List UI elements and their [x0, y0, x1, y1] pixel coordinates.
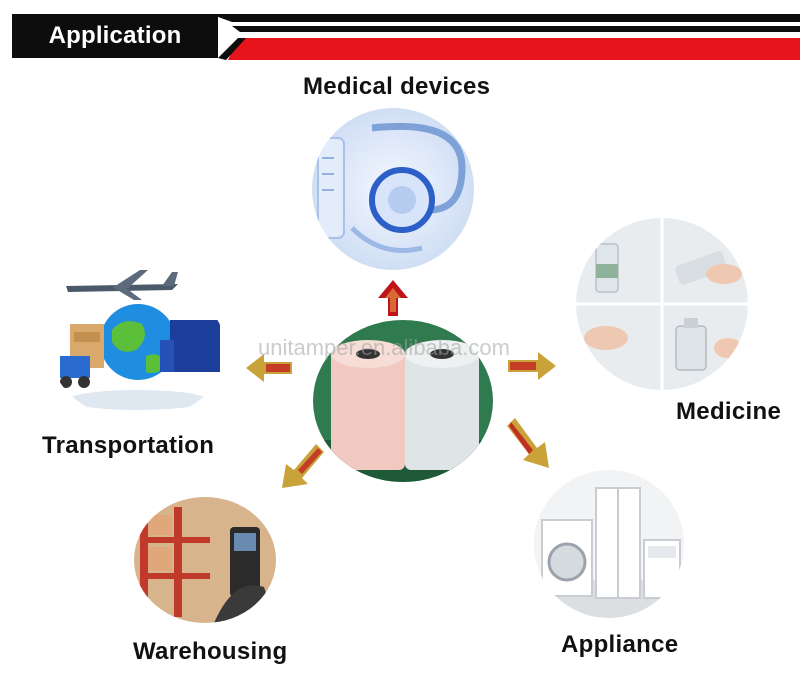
label-medicine: Medicine — [676, 398, 782, 425]
airplane-icon — [66, 270, 178, 300]
page-title: Application — [12, 14, 218, 58]
label-transportation: Transportation — [42, 432, 215, 459]
label-warehousing: Warehousing — [133, 638, 288, 665]
header-banner — [210, 14, 800, 60]
arrow-down-right-icon — [507, 418, 549, 468]
arrow-left-icon — [246, 354, 292, 382]
medicine-image — [576, 218, 748, 390]
label-appliance: Appliance — [561, 631, 679, 658]
appliance-image — [534, 470, 684, 618]
transportation-image — [50, 280, 226, 420]
arrow-right-icon — [508, 352, 556, 380]
arrow-down-left-icon — [282, 444, 324, 488]
warehousing-image — [134, 497, 276, 623]
label-medical-devices: Medical devices — [303, 73, 491, 100]
watermark-text: unitamper.en.alibaba.com — [258, 335, 510, 360]
arrow-up-icon — [378, 280, 408, 316]
medical-devices-image — [312, 108, 474, 270]
